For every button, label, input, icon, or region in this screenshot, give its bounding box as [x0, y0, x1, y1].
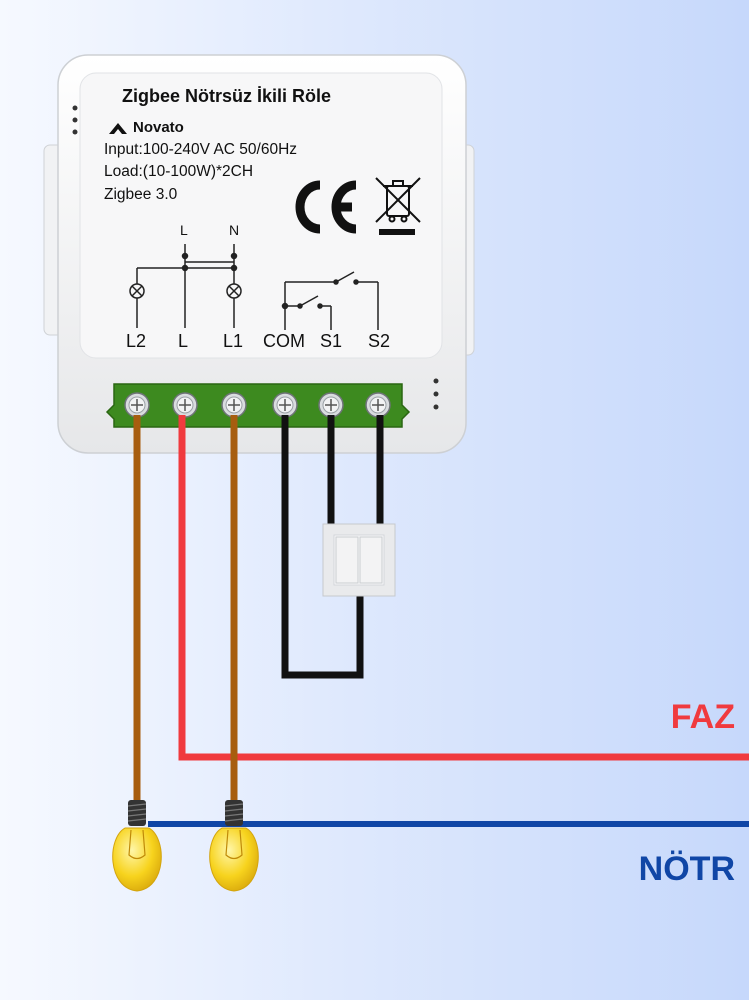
com-wire	[281, 415, 364, 679]
screw-l	[172, 392, 198, 418]
switch-rocker-right	[359, 536, 383, 584]
switch-symbol-icon	[281, 271, 379, 330]
indicator-dots-right	[433, 378, 439, 410]
ce-mark-icon	[295, 180, 357, 234]
bulb-icon	[112, 800, 162, 892]
novato-logo-icon	[109, 122, 127, 134]
lamp-symbol-icon	[129, 283, 145, 299]
brand: Novato	[108, 119, 184, 136]
phase-line	[178, 415, 749, 761]
indicator-dots-left	[72, 105, 78, 135]
screw-l2	[124, 392, 150, 418]
terminal-label-l2: L2	[126, 331, 147, 351]
terminal-label-l1: L1	[223, 331, 244, 351]
schematic	[129, 244, 379, 330]
bulb-icon	[209, 800, 259, 892]
screw-s1	[318, 392, 344, 418]
terminal-label-s2: S2	[368, 331, 391, 351]
module-label-panel	[79, 72, 443, 359]
screw-s2	[365, 392, 391, 418]
wires	[133, 415, 749, 827]
terminal-screws	[124, 392, 391, 418]
terminal-label-s1: S1	[320, 331, 343, 351]
wall-switch	[322, 523, 396, 597]
top-label-l: L	[180, 222, 188, 238]
screw-l1	[221, 392, 247, 418]
spec-load: Load:(10-100W)*2CH	[104, 163, 254, 180]
top-label-n: N	[229, 222, 240, 238]
module-title: Zigbee Nötrsüz İkili Röle	[122, 86, 332, 106]
line-label-notr: NÖTR	[638, 850, 735, 888]
brand-name: Novato	[133, 119, 184, 136]
switch-rocker-left	[335, 536, 359, 584]
terminal-label-l: L	[178, 331, 189, 351]
screw-com	[272, 392, 298, 418]
lamp-symbol-icon	[226, 283, 242, 299]
line-label-faz: FAZ	[670, 698, 735, 736]
spec-protocol: Zigbee 3.0	[104, 186, 178, 203]
weee-bin-icon	[375, 177, 421, 235]
terminal-block	[105, 383, 411, 428]
terminal-label-com: COM	[263, 331, 305, 351]
spec-input: Input:100-240V AC 50/60Hz	[104, 141, 298, 158]
